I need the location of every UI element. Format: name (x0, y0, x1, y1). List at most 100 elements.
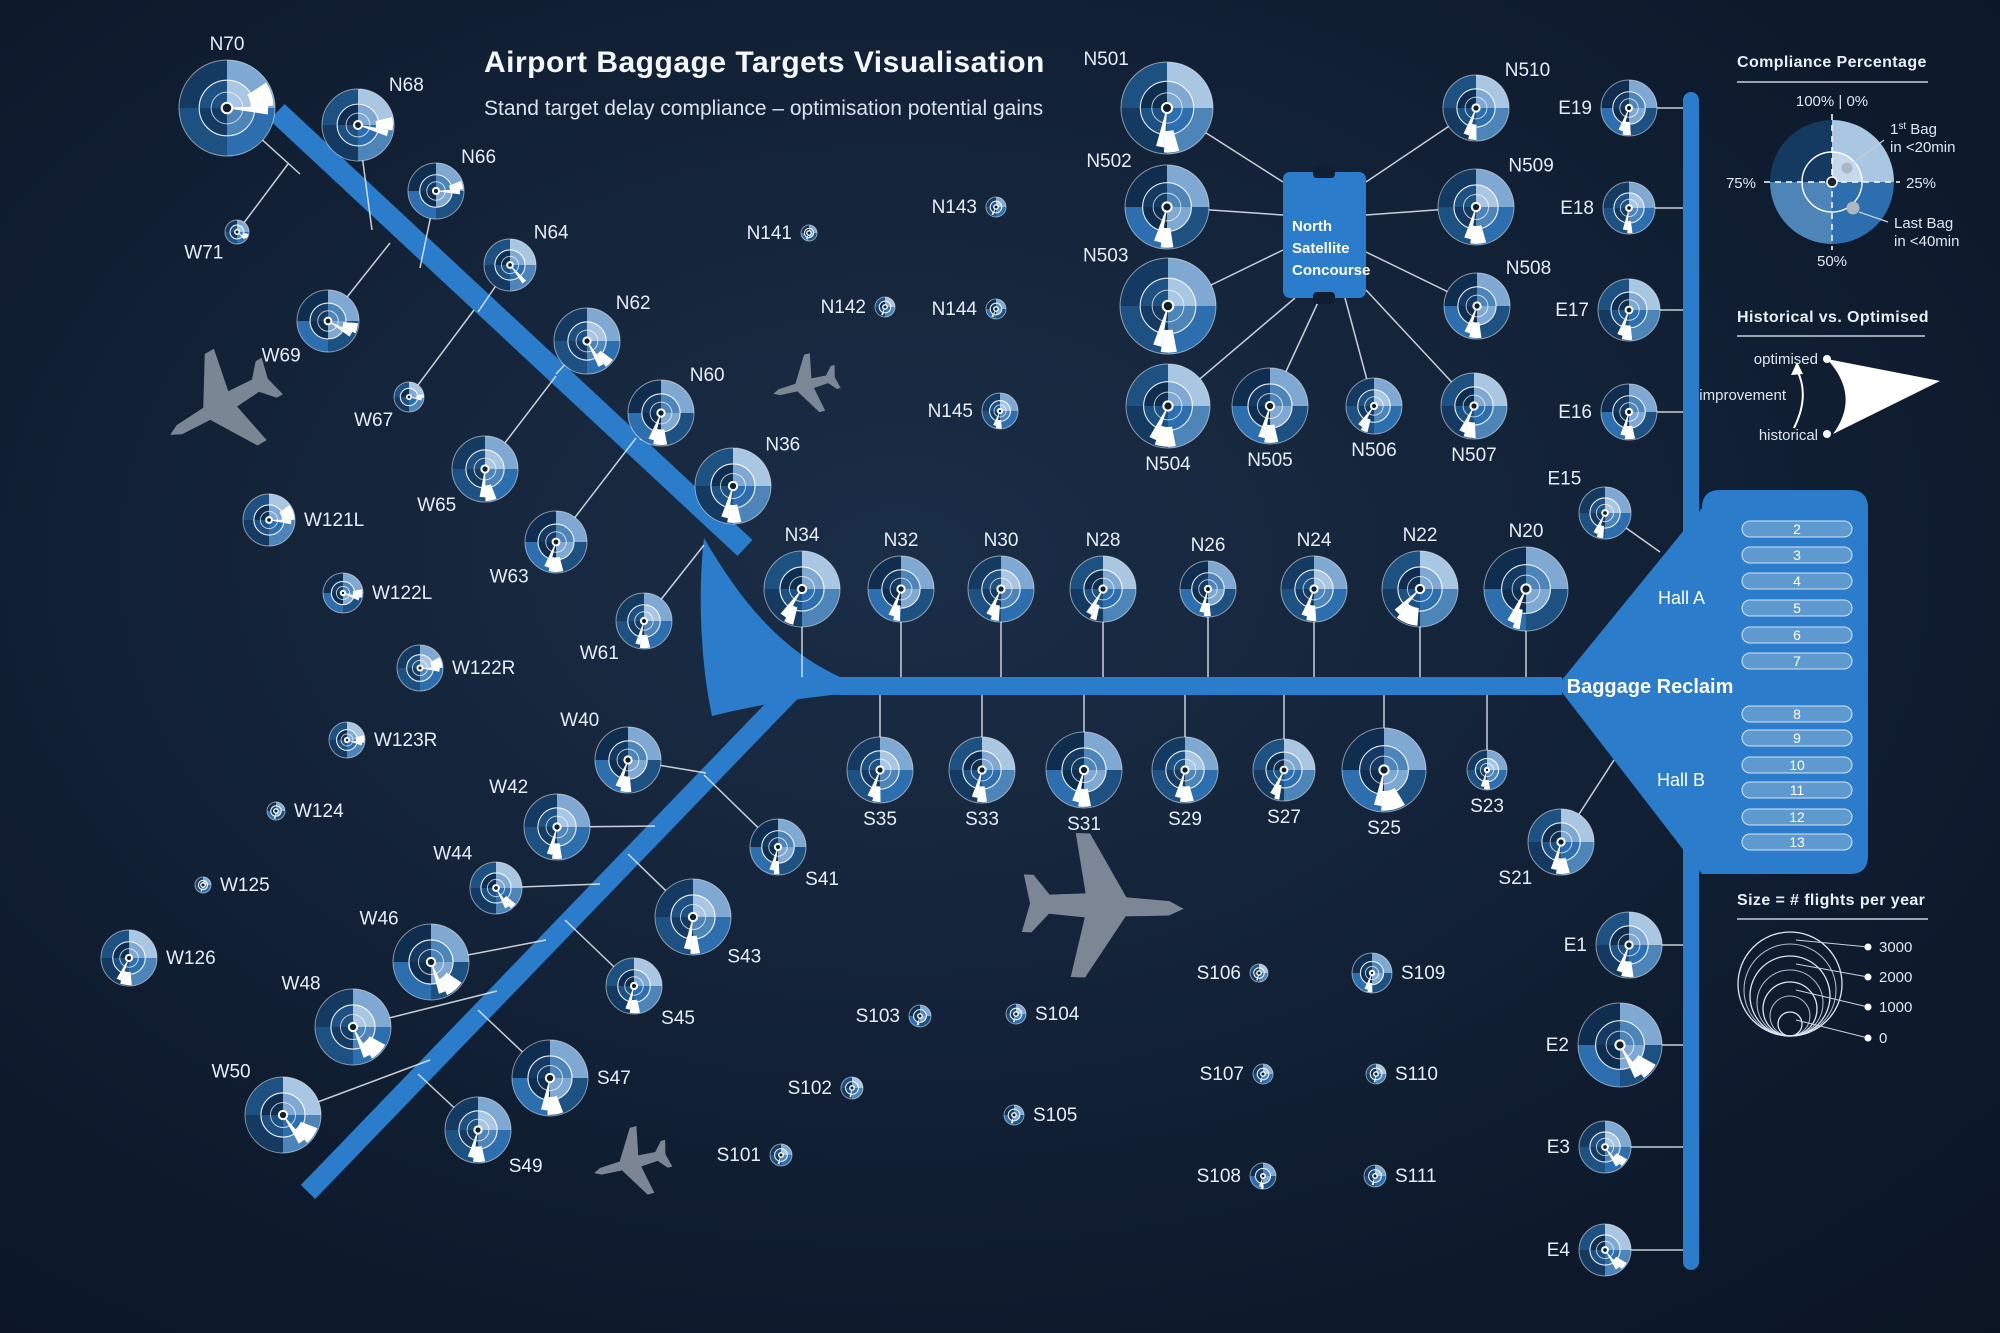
stand-glyph-N143 (985, 196, 1007, 218)
first-bag-marker (1841, 162, 1853, 174)
stand-glyph-W61 (615, 592, 673, 650)
stand-glyph-S21 (1527, 808, 1595, 876)
concourse-notch-bottom (1313, 292, 1335, 304)
stand-label-S110: S110 (1395, 1064, 1438, 1085)
southwest-pier-band (300, 675, 808, 1199)
gauge-center-dot (1826, 176, 1838, 188)
improvement-arrowhead (1791, 362, 1803, 375)
stand-label-E15: E15 (1547, 468, 1581, 489)
stand-label-S107: S107 (1200, 1064, 1244, 1085)
stand-label-E4: E4 (1547, 1240, 1571, 1261)
reclaim-belt-9: 9 (1741, 729, 1853, 747)
stand-glyph-W67 (393, 381, 425, 413)
size-label-0: 0 (1879, 1030, 1887, 1047)
first-bag-annotation: 1st Bag (1890, 121, 1937, 138)
stand-glyph-W69 (296, 289, 360, 353)
stand-glyph-E1 (1595, 911, 1663, 979)
stand-label-E2: E2 (1546, 1035, 1569, 1056)
stand-glyph-E17 (1597, 278, 1661, 342)
reclaim-belt-10: 10 (1741, 756, 1853, 774)
svg-text:3: 3 (1793, 547, 1801, 563)
reclaim-belt-3: 3 (1741, 546, 1853, 564)
optimised-label: optimised (1754, 351, 1818, 368)
stand-glyph-S107 (1252, 1063, 1274, 1085)
stand-glyphs (100, 59, 1663, 1277)
improvement-label: improvement (1699, 387, 1787, 404)
stand-glyph-W63 (524, 510, 588, 574)
stand-glyph-N66 (407, 162, 465, 220)
svg-text:13: 13 (1789, 834, 1805, 850)
last-bag-annotation: Last Bag (1894, 215, 1953, 232)
stand-glyph-W65 (451, 435, 519, 503)
stand-label-S33: S33 (965, 809, 999, 830)
terminal-piers (269, 92, 1699, 1270)
gauge-quadrant-tl (1770, 120, 1832, 182)
historical-label: historical (1759, 427, 1818, 444)
first-bag-annotation-line2: in <20min (1890, 139, 1955, 156)
stand-glyph-W40 (594, 726, 662, 794)
stand-label-N144: N144 (932, 299, 978, 320)
hall-a-label: Hall A (1658, 588, 1705, 608)
stand-label-N34: N34 (785, 525, 820, 546)
stand-glyph-N32 (867, 555, 935, 623)
page-title: Airport Baggage Targets Visualisation (484, 46, 1045, 79)
last-bag-marker (1846, 201, 1860, 215)
improvement-wedge-sample (1827, 359, 1940, 434)
stand-label-N145: N145 (928, 401, 973, 422)
gauge-label-right: 25% (1906, 175, 1936, 192)
stand-glyph-S45 (605, 957, 663, 1015)
stand-glyph-S27 (1252, 738, 1316, 802)
stand-glyph-W71 (224, 219, 250, 245)
svg-text:4: 4 (1793, 573, 1801, 589)
svg-text:5: 5 (1793, 600, 1801, 616)
stand-label-S23: S23 (1470, 796, 1504, 817)
stand-label-N143: N143 (932, 197, 977, 218)
stand-label-N510: N510 (1505, 60, 1550, 81)
concourse-box (1283, 172, 1366, 298)
stand-label-N509: N509 (1508, 156, 1553, 177)
stand-label-S105: S105 (1033, 1105, 1077, 1126)
stand-label-W124: W124 (294, 801, 344, 822)
concourse-line-1: North (1292, 218, 1332, 235)
stand-label-N66: N66 (461, 147, 496, 168)
concourse-line-3: Concourse (1292, 262, 1370, 279)
stand-label-S111: S111 (1395, 1166, 1437, 1187)
stand-label-S103: S103 (856, 1006, 900, 1027)
stand-label-W50: W50 (212, 1062, 251, 1083)
reclaim-belt-8: 8 (1741, 705, 1853, 723)
legend-historical-optimised: Historical vs. Optimised optimised impro… (1699, 309, 1940, 444)
stand-label-W63: W63 (490, 566, 529, 587)
stand-label-S49: S49 (509, 1156, 543, 1177)
svg-text:8: 8 (1793, 706, 1801, 722)
svg-text:10: 10 (1789, 757, 1805, 773)
stand-glyph-N60 (627, 379, 695, 447)
stand-glyph-W122L (322, 572, 364, 614)
stand-label-W65: W65 (417, 495, 456, 516)
svg-text:7: 7 (1793, 653, 1801, 669)
svg-text:11: 11 (1790, 782, 1805, 798)
stand-glyph-N28 (1069, 555, 1137, 623)
stand-label-N20: N20 (1509, 521, 1544, 542)
stand-label-N32: N32 (884, 530, 919, 551)
stand-label-S41: S41 (805, 869, 839, 890)
stand-glyph-N30 (967, 555, 1035, 623)
last-bag-annotation-line2: in <40min (1894, 233, 1959, 250)
stand-label-N70: N70 (210, 34, 245, 55)
stand-label-W123R: W123R (374, 730, 437, 751)
stand-glyph-N504 (1125, 363, 1211, 449)
stand-label-S45: S45 (661, 1008, 695, 1029)
stand-glyph-N64 (483, 238, 537, 292)
stand-glyph-S104 (1005, 1003, 1027, 1025)
page-subtitle: Stand target delay compliance – optimisa… (484, 97, 1043, 120)
stand-label-E16: E16 (1558, 402, 1592, 423)
stand-glyph-N145 (981, 392, 1019, 430)
stand-label-W67: W67 (354, 410, 393, 431)
stand-glyph-N501 (1120, 61, 1214, 155)
size-ring-0 (1777, 1011, 1803, 1037)
stand-glyph-S23 (1466, 749, 1508, 791)
reclaim-belt-5: 5 (1741, 599, 1853, 617)
reclaim-belt-13: 13 (1741, 833, 1853, 851)
stand-glyph-S41 (749, 818, 807, 876)
stand-glyph-S29 (1151, 736, 1219, 804)
